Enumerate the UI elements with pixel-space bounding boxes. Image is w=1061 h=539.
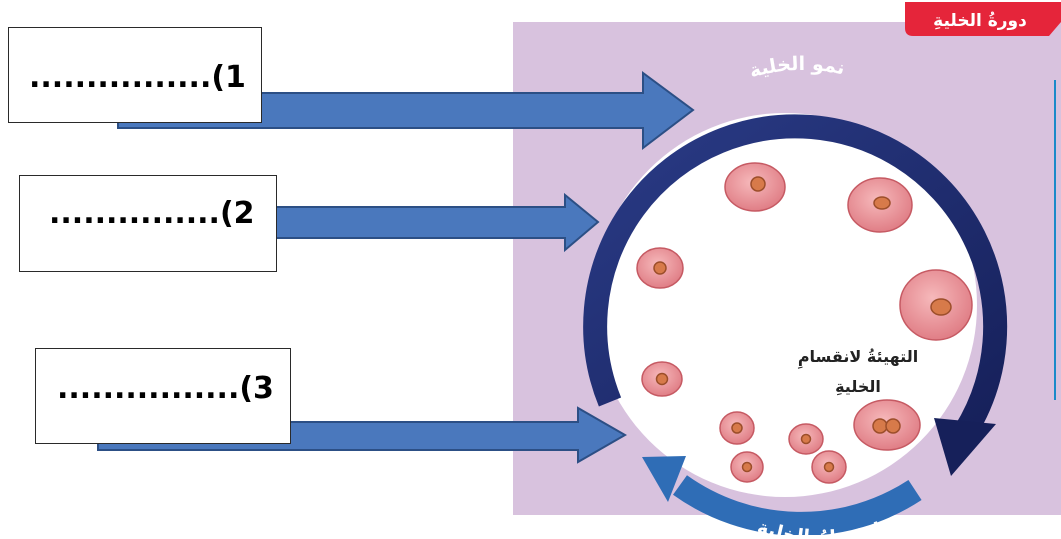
cells [636,162,973,484]
cell [853,399,921,451]
answer-box-3[interactable]: ................(3 [35,348,291,444]
cell [636,247,684,289]
cell [719,411,755,445]
cell [847,177,913,233]
cell [641,361,683,397]
growth-ring [583,114,1008,439]
cell [811,450,847,484]
answer-box-2[interactable]: ...............(2 [19,175,277,272]
answer-label-2: ...............(2 [49,196,255,231]
answer-label-1: ................(1 [29,60,246,95]
cell [730,451,764,483]
answer-box-1[interactable]: ................(1 [8,27,262,123]
pointer-arrow-1 [117,71,695,151]
division-ring-arrowhead [642,456,686,502]
header-tab: دورةُ الخليةِ [905,2,1061,36]
pointer-arrow-3 [97,406,628,464]
cell [899,269,973,341]
growth-ring-arrowhead [934,418,996,476]
preparation-label-line2: الخليةِ [835,377,881,396]
cell [788,423,824,455]
division-ring [673,475,922,536]
header-tab-label: دورةُ الخليةِ [933,11,1027,31]
preparation-label-line1: التهيئةُ لانقسامِ [797,347,918,370]
pointer-arrow-2 [274,192,600,253]
answer-label-3: ................(3 [57,371,274,406]
cell [724,162,786,212]
